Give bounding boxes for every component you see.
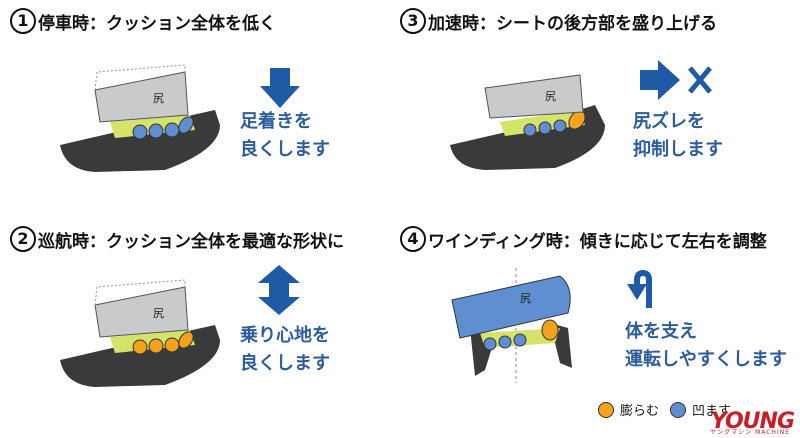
arrow-right-cross-icon — [640, 60, 712, 100]
blue-dot-icon — [670, 401, 686, 418]
legend-inflate: 膨らむ — [598, 400, 659, 419]
step-number: 4 — [400, 226, 426, 252]
panel-1-description: 足着きを 良くします — [240, 111, 330, 160]
seat-label: 尻 — [545, 90, 556, 103]
panel-1-heading: 1 停車時：クッション全体を低く — [10, 8, 276, 34]
seat-diagram-cruise: 尻 — [60, 279, 220, 387]
brand-logo-sub: ヤングマシン MACHINE — [710, 429, 790, 436]
panel-3-heading: 3 加速時：シートの後方部を盛り上げる — [400, 8, 717, 34]
panel-4-heading: 4 ワインディング時：傾きに応じて左右を調整 — [400, 226, 767, 252]
seat-label: 尻 — [153, 92, 164, 105]
seat-diagram-winding: 尻 — [451, 268, 572, 383]
brand-logo: YOUNG — [710, 409, 795, 434]
arrow-down-icon — [260, 68, 300, 108]
arrow-up-down-icon — [258, 265, 300, 315]
panel-4-title: ワインディング時：傾きに応じて左右を調整 — [428, 231, 767, 252]
panel-4-description: 体を支え 運転しやすくします — [625, 321, 787, 370]
panel-1-title: 停車時：クッション全体を低く — [38, 13, 276, 34]
panel-2-title: 巡航時：クッション全体を最適な形状に — [38, 231, 344, 252]
panel-2-description: 乗り心地を 良くします — [240, 325, 330, 374]
step-number: 2 — [10, 226, 36, 252]
seat-diagram-accel: 尻 — [450, 74, 605, 170]
legend-deflate: 凹ます — [670, 400, 731, 419]
step-number: 3 — [400, 8, 426, 34]
step-number: 1 — [10, 8, 36, 34]
seat-label: 尻 — [520, 292, 531, 305]
panel-3-description: 尻ズレを 抑制します — [633, 111, 723, 160]
u-turn-arrow-icon — [627, 269, 652, 308]
panel-2-heading: 2 巡航時：クッション全体を最適な形状に — [10, 226, 344, 252]
panel-3-title: 加速時：シートの後方部を盛り上げる — [428, 13, 717, 34]
orange-dot-icon — [598, 401, 614, 418]
seat-diagram-stop: 尻 — [60, 64, 220, 172]
seat-label: 尻 — [153, 307, 164, 320]
